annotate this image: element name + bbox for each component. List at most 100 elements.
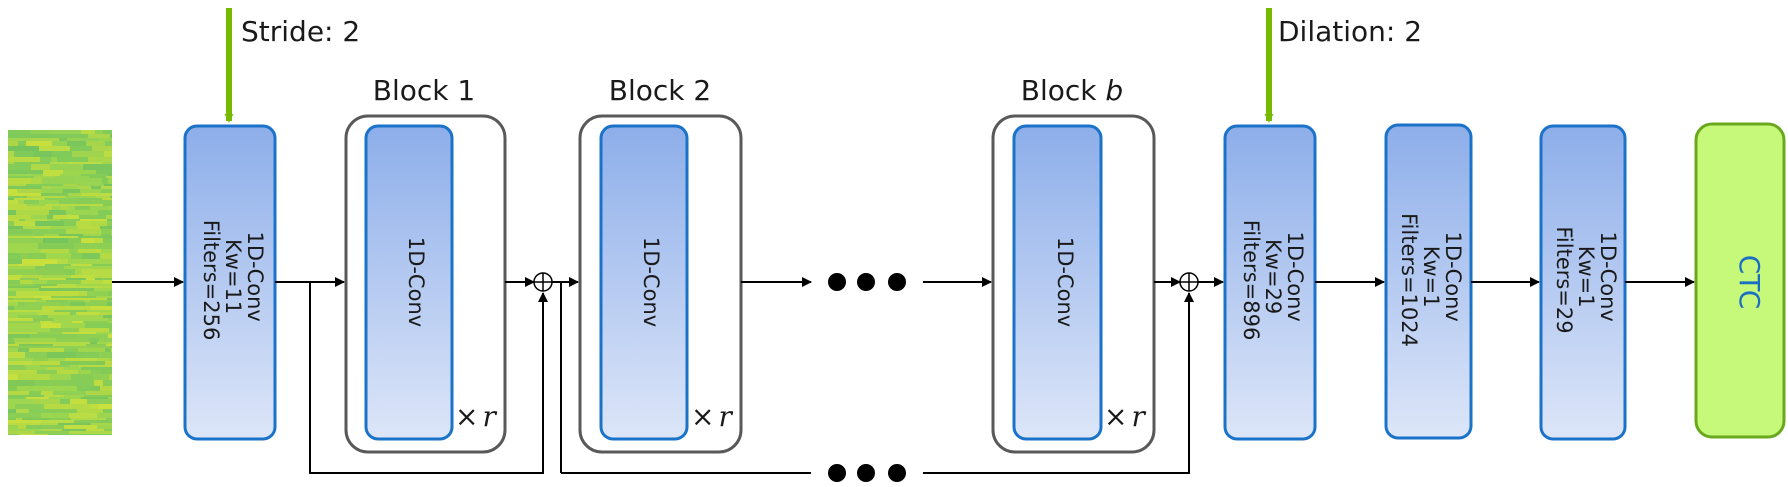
spectrogram-texture: [46, 253, 71, 259]
spectrogram-texture: [64, 221, 76, 226]
spectrogram-texture: [84, 352, 99, 358]
spectrogram-texture: [8, 200, 18, 204]
spectrogram-texture: [8, 300, 36, 302]
spectrogram-texture: [48, 315, 69, 318]
spectrogram-texture: [22, 275, 42, 278]
conv-layer-3-line-3: Filters=1024: [1397, 213, 1421, 347]
spectrogram-texture: [8, 318, 33, 321]
spectrogram-texture: [103, 346, 112, 348]
spectrogram-texture: [41, 193, 60, 196]
spectrogram-texture: [84, 300, 90, 302]
spectrogram-texture: [16, 164, 31, 170]
spectrogram-texture: [82, 253, 100, 259]
spectrogram-texture: [42, 178, 74, 184]
spectrogram-texture: [53, 215, 66, 219]
spectrogram-texture: [91, 186, 101, 189]
spectrogram-texture: [108, 291, 112, 296]
spectrogram-texture: [68, 238, 81, 243]
spectrogram-texture: [46, 300, 68, 302]
spectrogram-texture: [108, 174, 112, 176]
spectrogram-texture: [70, 399, 87, 404]
spectrogram-texture: [32, 184, 63, 186]
spectrogram-texture: [31, 164, 50, 170]
spectrogram-texture: [8, 391, 29, 395]
spectrogram-texture: [8, 134, 19, 138]
spectrogram-texture: [26, 206, 52, 210]
spectrogram-texture: [104, 429, 112, 431]
spectrogram-texture: [61, 323, 85, 328]
spectrogram-texture: [29, 391, 41, 395]
spectrogram-texture: [79, 298, 107, 300]
spectrogram-texture: [101, 189, 112, 193]
spectrogram-texture: [50, 164, 83, 170]
spectrogram-texture: [8, 429, 41, 431]
spectrogram-texture: [65, 334, 78, 338]
spectrogram-texture: [8, 189, 17, 193]
spectrogram-texture: [101, 200, 112, 204]
spectrogram-texture: [47, 280, 81, 284]
spectrogram-texture: [64, 266, 94, 269]
spectrogram-texture: [48, 348, 64, 352]
spectrogram-texture: [18, 200, 24, 204]
spectrogram-texture: [89, 338, 99, 342]
spectrogram-texture: [35, 221, 64, 226]
spectrogram-texture: [74, 243, 100, 249]
spectrogram-texture: [38, 312, 70, 315]
spectrogram-texture: [8, 399, 33, 404]
spectrogram-texture: [8, 409, 16, 413]
spectrogram-texture: [109, 374, 112, 380]
spectrogram-texture: [8, 193, 41, 196]
spectrogram-texture: [95, 157, 102, 162]
spectrogram-texture: [8, 243, 38, 249]
sum-node-icon: [533, 272, 553, 292]
spectrogram-texture: [52, 141, 67, 146]
spectrogram-texture: [8, 264, 18, 266]
spectrogram-texture: [107, 312, 112, 315]
spectrogram-texture: [103, 280, 112, 284]
spectrogram-texture: [85, 229, 101, 234]
spectrogram-texture: [108, 397, 112, 399]
spectrogram-texture: [8, 302, 18, 306]
spectrogram-texture: [97, 420, 112, 423]
spectrogram-texture: [28, 253, 46, 259]
spectrogram-texture: [30, 138, 59, 141]
spectrogram-texture: [39, 200, 59, 204]
spectrogram-texture: [8, 374, 18, 380]
spectrogram-texture: [20, 278, 39, 280]
spectrogram-texture: [8, 306, 14, 310]
conv-layer-1-line-1: 1D-Conv: [243, 231, 267, 321]
spectrogram-texture: [8, 323, 41, 328]
spectrogram-texture: [77, 409, 103, 413]
spectrogram-texture: [65, 196, 90, 198]
spectrogram-texture: [74, 342, 90, 344]
spectrogram-texture: [109, 206, 112, 210]
spectrogram-texture: [74, 346, 103, 348]
spectrogram-texture: [50, 186, 77, 189]
spectrogram-texture: [90, 300, 112, 302]
spectrogram-texture: [51, 226, 78, 229]
block-1-conv-label: 1D-Conv: [404, 237, 428, 327]
spectrogram-texture: [97, 358, 109, 361]
spectrogram-texture: [84, 178, 102, 184]
spectrogram-texture: [69, 431, 80, 434]
spectrogram-texture: [47, 367, 64, 370]
spectrogram-texture: [101, 234, 111, 236]
spectrogram-texture: [40, 423, 58, 425]
block-2: Block 2 1D-Conv ×r: [578, 74, 743, 454]
spectrogram-texture: [14, 338, 43, 342]
spectrogram-texture: [94, 288, 106, 291]
spectrogram-texture: [45, 204, 71, 206]
spectrogram-texture: [17, 189, 41, 193]
spectrogram-texture: [8, 141, 18, 146]
spectrogram-texture: [8, 146, 39, 151]
spectrogram-texture: [30, 130, 49, 134]
spectrogram-texture: [32, 315, 41, 318]
spectrogram-texture: [54, 134, 88, 138]
spectrogram-texture: [18, 348, 29, 352]
spectrogram-texture: [71, 302, 85, 306]
spectrogram-texture: [96, 215, 106, 219]
block-2-title: Block 2: [609, 74, 711, 107]
spectrogram-texture: [108, 321, 112, 323]
spectrogram-texture: [8, 361, 32, 365]
spectrogram-texture: [37, 370, 57, 374]
